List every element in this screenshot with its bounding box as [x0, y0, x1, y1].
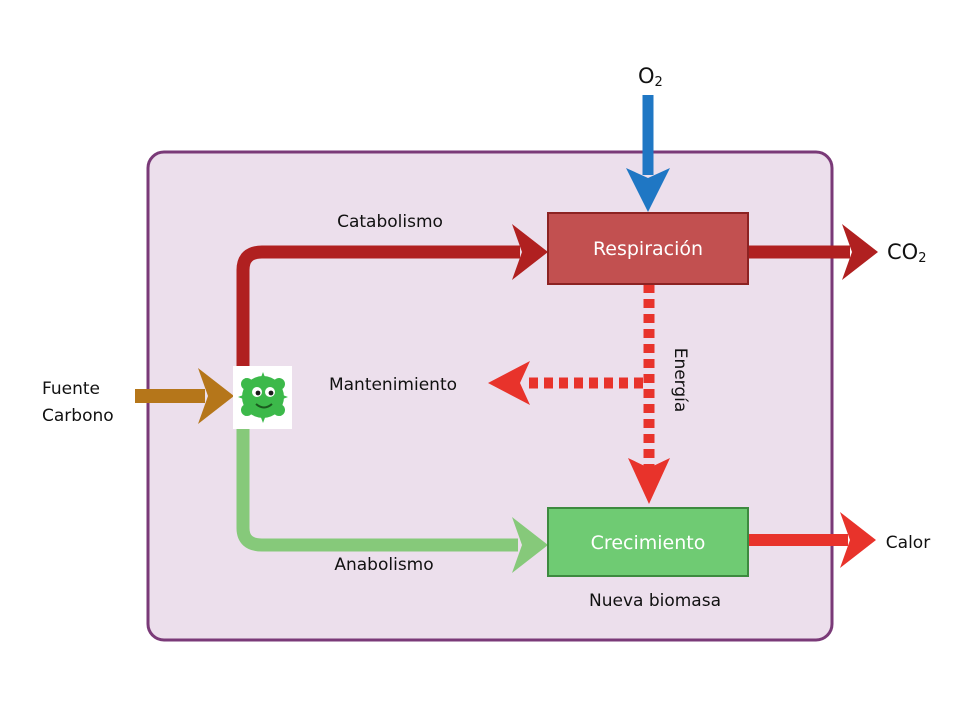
maintenance-label: Mantenimiento — [329, 375, 457, 395]
energy-label: Energía — [670, 348, 690, 413]
anabolism-arrow — [236, 420, 518, 552]
co2-label: CO2 — [887, 240, 926, 266]
growth-box — [547, 507, 749, 577]
new-biomass-label: Nueva biomasa — [589, 591, 721, 611]
respiration-label: Respiración — [593, 238, 703, 260]
source-label-line1: Fuente — [42, 379, 100, 399]
catabolism-arrowhead — [512, 224, 548, 280]
anabolism-label: Anabolismo — [334, 555, 433, 575]
growth-label: Crecimiento — [591, 532, 706, 554]
catabolism-label: Catabolismo — [337, 212, 443, 232]
source-label-line2: Carbono — [42, 406, 114, 426]
respiration-box — [547, 212, 749, 285]
catabolism-arrow — [236, 245, 520, 388]
co2-arrowhead — [842, 224, 878, 280]
energy-down-arrowhead — [628, 458, 670, 504]
maintenance-arrowhead — [488, 361, 530, 405]
oxygen-arrowhead — [626, 168, 670, 212]
oxygen-label: O2 — [638, 64, 663, 90]
anabolism-arrowhead — [512, 517, 548, 573]
heat-arrowhead — [840, 512, 876, 568]
carbon-source-arrowhead — [198, 368, 234, 424]
microbe-icon — [233, 366, 292, 429]
heat-label: Calor — [886, 533, 930, 553]
